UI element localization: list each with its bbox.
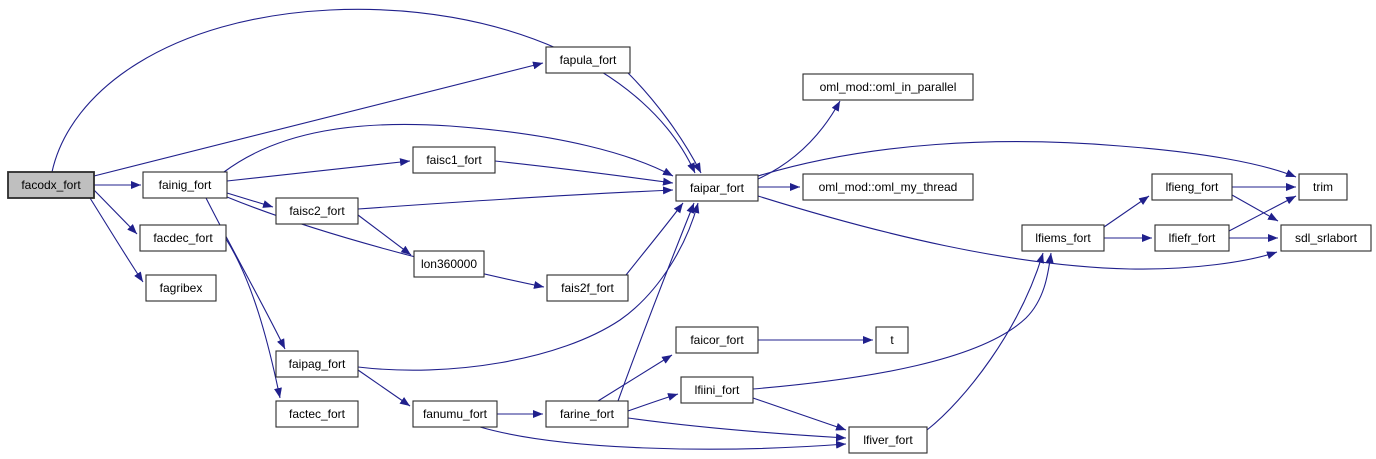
- edge-lfiver_fort-to-lfiems_fort: [926, 252, 1044, 431]
- edge-farine_fort-to-faipar_fort: [617, 202, 695, 402]
- lfiems_fort-box[interactable]: [1021, 224, 1105, 252]
- node-oml_my_thread[interactable]: oml_mod::oml_my_thread: [802, 173, 974, 201]
- node-sdl_srlabort[interactable]: sdl_srlabort: [1280, 224, 1372, 252]
- node-lfiini_fort[interactable]: lfiini_fort: [680, 376, 754, 404]
- lfiefr_fort-box[interactable]: [1154, 224, 1230, 252]
- facdec_fort-box[interactable]: [139, 224, 227, 252]
- faipar_fort-box[interactable]: [675, 174, 759, 202]
- lfiini_fort-box[interactable]: [680, 376, 754, 404]
- edge-facodx_fort-to-faipar_fort: [51, 8, 696, 174]
- edge-fainig_fort-to-faisc2_fort: [226, 192, 274, 208]
- farine_fort-box[interactable]: [545, 400, 629, 428]
- edge-lfieng_fort-to-sdl_srlabort: [1231, 194, 1279, 222]
- node-facodx_fort[interactable]: facodx_fort: [7, 171, 95, 199]
- lon360000-box[interactable]: [413, 250, 485, 278]
- node-fais2f_fort[interactable]: fais2f_fort: [546, 274, 629, 302]
- node-fanumu_fort[interactable]: fanumu_fort: [412, 400, 498, 428]
- facodx_fort-box[interactable]: [7, 171, 95, 199]
- node-trim[interactable]: trim: [1298, 173, 1348, 201]
- faisc2_fort-box[interactable]: [275, 197, 359, 225]
- edge-fanumu_fort-to-lfiver_fort: [479, 426, 847, 450]
- edge-faipar_fort-to-sdl_srlabort: [757, 195, 1278, 270]
- edge-lfiems_fort-to-lfieng_fort: [1103, 195, 1150, 228]
- node-fagribex[interactable]: fagribex: [145, 274, 217, 302]
- node-faisc1_fort[interactable]: faisc1_fort: [412, 146, 496, 174]
- node-lfiems_fort[interactable]: lfiems_fort: [1021, 224, 1105, 252]
- node-faisc2_fort[interactable]: faisc2_fort: [275, 197, 359, 225]
- edge-faipar_fort-to-trim: [757, 141, 1297, 178]
- sdl_srlabort-box[interactable]: [1280, 224, 1372, 252]
- node-oml_in_parallel[interactable]: oml_mod::oml_in_parallel: [802, 73, 974, 101]
- node-lfiver_fort[interactable]: lfiver_fort: [848, 426, 928, 454]
- edge-fainig_fort-to-faipag_fort: [205, 197, 286, 350]
- node-fapula_fort[interactable]: fapula_fort: [545, 46, 631, 74]
- node-lon360000[interactable]: lon360000: [413, 250, 485, 278]
- oml_my_thread-box[interactable]: [802, 173, 974, 201]
- edge-fainig_fort-to-faipar_fort: [223, 123, 674, 177]
- edge-facodx_fort-to-facdec_fort: [93, 189, 138, 235]
- faisc1_fort-box[interactable]: [412, 146, 496, 174]
- node-factec_fort[interactable]: factec_fort: [275, 400, 359, 428]
- edge-facodx_fort-to-fagribex: [89, 197, 144, 283]
- node-fainig_fort[interactable]: fainig_fort: [142, 171, 228, 199]
- fapula_fort-box[interactable]: [545, 46, 631, 74]
- t-box[interactable]: [875, 326, 909, 354]
- lfiver_fort-box[interactable]: [848, 426, 928, 454]
- edge-farine_fort-to-lfiini_fort: [627, 393, 679, 412]
- edge-faipar_fort-to-oml_in_parallel: [757, 100, 841, 180]
- trim-box[interactable]: [1298, 173, 1348, 201]
- node-lfiefr_fort[interactable]: lfiefr_fort: [1154, 224, 1230, 252]
- edge-fais2f_fort-to-faipar_fort: [625, 202, 684, 276]
- faipag_fort-box[interactable]: [275, 350, 359, 378]
- edge-fainig_fort-to-fais2f_fort: [226, 196, 545, 289]
- edge-lfiini_fort-to-lfiver_fort: [752, 397, 847, 431]
- faicor_fort-box[interactable]: [675, 326, 759, 354]
- edge-faisc2_fort-to-lon360000: [357, 214, 412, 256]
- fais2f_fort-box[interactable]: [546, 274, 629, 302]
- edge-lfiefr_fort-to-trim: [1228, 195, 1297, 232]
- edge-fainig_fort-to-faisc1_fort: [226, 158, 411, 182]
- node-faipar_fort[interactable]: faipar_fort: [675, 174, 759, 202]
- lfieng_fort-box[interactable]: [1151, 173, 1233, 201]
- node-t[interactable]: t: [875, 326, 909, 354]
- edge-faipag_fort-to-faipar_fort: [357, 202, 700, 371]
- oml_in_parallel-box[interactable]: [802, 73, 974, 101]
- edge-facodx_fort-to-fapula_fort: [93, 61, 544, 177]
- edge-farine_fort-to-lfiver_fort: [627, 417, 847, 442]
- edge-faisc2_fort-to-faipar_fort: [357, 186, 674, 210]
- node-faipag_fort[interactable]: faipag_fort: [275, 350, 359, 378]
- node-lfieng_fort[interactable]: lfieng_fort: [1151, 173, 1233, 201]
- factec_fort-box[interactable]: [275, 400, 359, 428]
- edge-lfiini_fort-to-lfiems_fort: [752, 252, 1054, 390]
- edge-faisc1_fort-to-faipar_fort: [494, 160, 674, 186]
- node-facdec_fort[interactable]: facdec_fort: [139, 224, 227, 252]
- edge-fapula_fort-to-faipar_fort: [627, 72, 702, 174]
- fainig_fort-box[interactable]: [142, 171, 228, 199]
- fagribex-box[interactable]: [145, 274, 217, 302]
- fanumu_fort-box[interactable]: [412, 400, 498, 428]
- edge-farine_fort-to-faicor_fort: [597, 354, 673, 402]
- node-faicor_fort[interactable]: faicor_fort: [675, 326, 759, 354]
- edge-faipag_fort-to-fanumu_fort: [357, 369, 411, 407]
- node-farine_fort[interactable]: farine_fort: [545, 400, 629, 428]
- edge-facdec_fort-to-factec_fort: [225, 238, 282, 399]
